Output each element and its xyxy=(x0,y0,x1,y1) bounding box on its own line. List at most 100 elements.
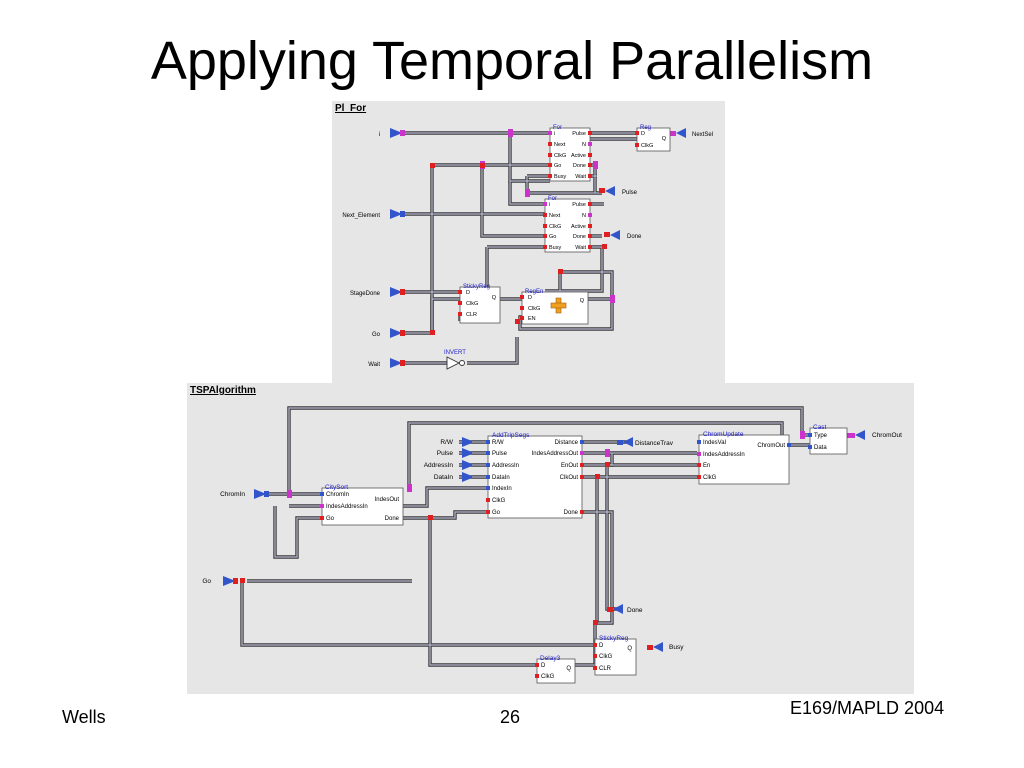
pl-for-panel: Pl_For xyxy=(332,101,725,383)
pl-for-panel-title: Pl_For xyxy=(335,103,367,114)
svg-text:Active: Active xyxy=(571,224,586,230)
for-block-2: For i Next ClkG Go Busy Pulse N Active D… xyxy=(543,196,592,253)
svg-text:ClkG: ClkG xyxy=(492,498,506,504)
svg-text:Active: Active xyxy=(571,153,586,159)
svg-text:ClkG: ClkG xyxy=(599,654,613,660)
footer-conference: E169/MAPLD 2004 xyxy=(790,698,945,718)
svg-text:Q: Q xyxy=(492,295,497,301)
svg-text:Next: Next xyxy=(554,142,566,148)
input-connectors xyxy=(390,128,405,368)
invert-gate: INVERT xyxy=(444,350,466,370)
svg-text:D: D xyxy=(641,131,645,137)
svg-text:ClkG: ClkG xyxy=(641,143,653,149)
tspalgorithm-schematic: ChromIn Go ChromOut DistanceTrav Done Bu… xyxy=(202,406,902,684)
output-label-pulse: Pulse xyxy=(622,190,638,196)
delay3-block: Delay3 D ClkG Q xyxy=(535,655,576,684)
svg-text:ChromOut: ChromOut xyxy=(757,443,785,449)
svg-text:Wait: Wait xyxy=(575,245,586,251)
for-block-2-name: For xyxy=(548,196,557,202)
chromupdate-block: ChromUpdate IndesVal IndesAddressIn En C… xyxy=(697,431,791,485)
svg-text:Go: Go xyxy=(326,516,335,522)
svg-text:ChromIn: ChromIn xyxy=(326,492,349,498)
inner-label-rw: R/W xyxy=(440,439,454,446)
svg-text:Distance: Distance xyxy=(555,440,579,446)
svg-text:IndesAddressIn: IndesAddressIn xyxy=(326,504,368,510)
pl-for-schematic: i Next_Element StageDone Go Wait NextSel… xyxy=(342,125,713,370)
svg-text:D: D xyxy=(541,663,546,669)
svg-text:CLR: CLR xyxy=(599,666,612,672)
svg-text:ClkG: ClkG xyxy=(466,301,478,307)
reg-block: Reg D ClkG Q xyxy=(635,125,671,152)
svg-text:Go: Go xyxy=(554,163,561,169)
footer-author: Wells xyxy=(62,707,106,727)
svg-text:IndesOut: IndesOut xyxy=(375,497,400,503)
svg-text:Done: Done xyxy=(564,510,579,516)
svg-text:Type: Type xyxy=(814,433,828,439)
svg-text:Q: Q xyxy=(566,666,571,672)
svg-text:ClkG: ClkG xyxy=(703,475,717,481)
svg-text:N: N xyxy=(582,142,586,148)
svg-text:IndesVal: IndesVal xyxy=(703,440,726,446)
inner-label-pulse: Pulse xyxy=(437,450,454,457)
output-label-chromout: ChromOut xyxy=(872,432,902,439)
svg-text:Busy: Busy xyxy=(549,245,561,251)
input-label-next-element: Next_Element xyxy=(342,213,380,219)
citysort-block: CitySort ChromIn IndesAddressIn Go Indes… xyxy=(320,484,404,526)
regen-block: RegEn D ClkG EN Q xyxy=(520,289,589,325)
svg-text:D: D xyxy=(466,290,470,296)
svg-text:Q: Q xyxy=(627,646,632,652)
svg-text:ClkOut: ClkOut xyxy=(560,475,579,481)
svg-text:i: i xyxy=(549,202,550,208)
svg-text:Done: Done xyxy=(385,516,400,522)
addtripsegs-block-name: AddTripSegs xyxy=(492,432,530,439)
citysort-block-name: CitySort xyxy=(325,484,348,491)
output-label-distancetrav: DistanceTrav xyxy=(635,440,674,447)
reg-block-name: Reg xyxy=(640,125,651,131)
svg-text:IndesAddressOut: IndesAddressOut xyxy=(532,451,579,457)
input-label-i: i xyxy=(379,132,380,138)
svg-text:D: D xyxy=(599,643,604,649)
addtripsegs-block: AddTripSegs R/W Pulse AddressIn DataIn I… xyxy=(486,432,584,519)
svg-text:Go: Go xyxy=(549,234,556,240)
svg-text:Go: Go xyxy=(492,510,501,516)
inner-label-addressin: AddressIn xyxy=(424,462,454,469)
for-block-1-name: For xyxy=(553,125,562,131)
svg-text:EN: EN xyxy=(528,316,536,322)
delay3-block-name: Delay3 xyxy=(540,655,561,662)
svg-text:Data: Data xyxy=(814,445,827,451)
slide-title: Applying Temporal Parallelism xyxy=(150,31,874,91)
svg-text:ClkG: ClkG xyxy=(554,153,566,159)
svg-text:R/W: R/W xyxy=(492,440,504,446)
svg-text:ClkG: ClkG xyxy=(528,306,540,312)
output-label-busy: Busy xyxy=(669,644,684,651)
svg-text:Done: Done xyxy=(573,234,586,240)
inner-label-datain: DataIn xyxy=(434,474,454,481)
svg-text:Pulse: Pulse xyxy=(572,202,586,208)
stickyreg-block: StickyReg D ClkG CLR Q xyxy=(458,284,501,324)
svg-text:N: N xyxy=(582,213,586,219)
svg-text:Next: Next xyxy=(549,213,561,219)
output-label-done: Done xyxy=(627,234,642,240)
regen-block-name: RegEn xyxy=(525,289,543,295)
stickyreg-block-2-name: StickyReg xyxy=(599,635,629,642)
svg-text:ClkG: ClkG xyxy=(541,674,555,680)
tspalgorithm-panel: TSPAlgorithm xyxy=(187,383,914,694)
svg-text:ClkG: ClkG xyxy=(549,224,561,230)
svg-text:D: D xyxy=(528,295,532,301)
stickyreg-block-2: StickyReg D ClkG CLR Q xyxy=(593,635,637,676)
svg-text:Pulse: Pulse xyxy=(572,131,586,137)
svg-text:IndesAddressIn: IndesAddressIn xyxy=(703,452,745,458)
svg-text:i: i xyxy=(554,131,555,137)
svg-text:Q: Q xyxy=(662,136,667,142)
svg-text:Wait: Wait xyxy=(575,174,586,180)
invert-gate-name: INVERT xyxy=(444,350,466,356)
input-label-go: Go xyxy=(202,578,211,585)
tspalgorithm-panel-title: TSPAlgorithm xyxy=(190,385,256,396)
input-label-stagedone: StageDone xyxy=(350,291,381,297)
svg-text:En: En xyxy=(703,463,710,469)
stickyreg-block-name: StickyReg xyxy=(463,284,490,290)
svg-text:CLR: CLR xyxy=(466,312,477,318)
for-block-1: For i Next ClkG Go Busy Pulse N Active D… xyxy=(548,125,592,182)
output-connectors xyxy=(599,128,686,240)
input-label-wait: Wait xyxy=(368,362,380,368)
